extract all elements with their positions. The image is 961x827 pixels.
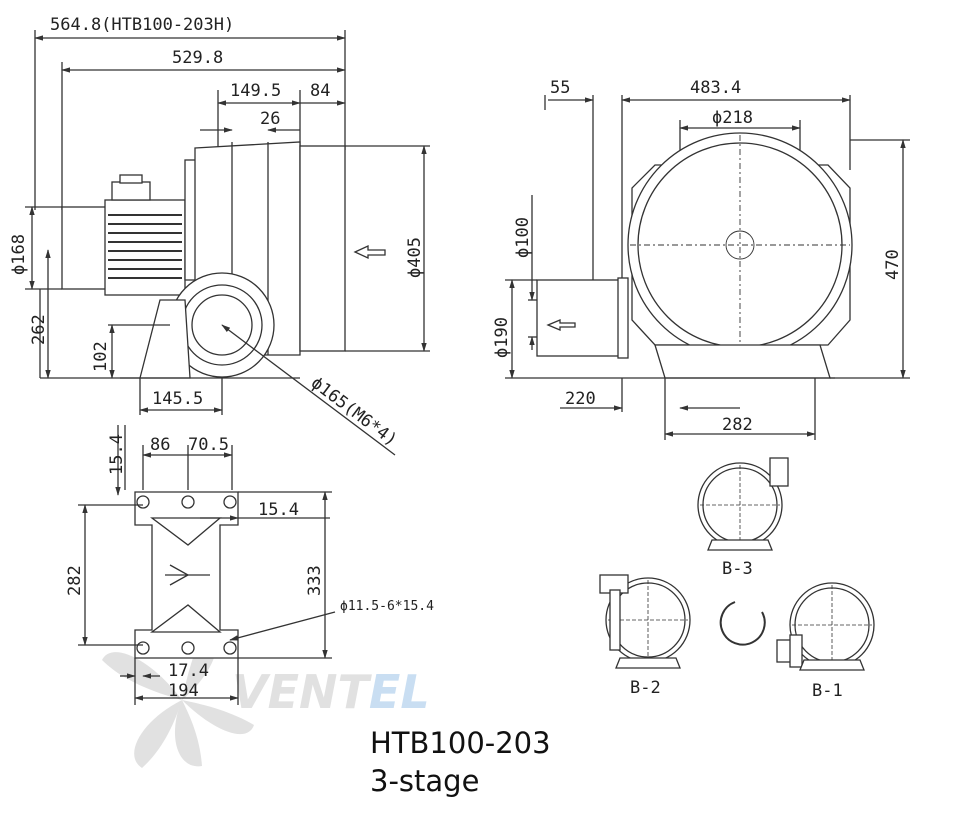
dim-base-bottom-off: 17.4 <box>168 661 209 681</box>
dim-front-flange: ϕ190 <box>492 317 512 358</box>
dim-base-width: 194 <box>168 681 199 701</box>
dim-base-side-off: 15.4 <box>258 500 299 520</box>
dim-front-base-w: 282 <box>722 415 753 435</box>
dim-outlet-len: 84 <box>310 81 330 101</box>
rotation-arrow-icon <box>719 601 766 646</box>
watermark-text-main: VENT <box>232 665 373 719</box>
side-view <box>25 30 430 456</box>
dim-front-height: 470 <box>883 249 903 280</box>
dim-height: 262 <box>29 314 49 345</box>
dim-base-a: 86 <box>150 435 170 455</box>
dim-base-inner: 282 <box>65 565 85 596</box>
front-view <box>505 95 910 440</box>
watermark-text-accent: EL <box>369 665 430 719</box>
dim-base-holes: ϕ11.5-6*15.4 <box>340 599 434 614</box>
orientation-label-b2: B-2 <box>630 678 661 698</box>
watermark-logo: VENTEL <box>102 628 430 768</box>
base-view-dims: 15.4 86 70.5 15.4 282 333 ϕ11.5-6*15.4 1… <box>65 434 434 701</box>
dim-front-offset: 55 <box>550 78 570 98</box>
dim-front-outlet: ϕ100 <box>513 217 533 258</box>
dim-front-inlet: ϕ218 <box>712 108 753 128</box>
motor-fins <box>108 214 182 279</box>
dim-overall: 564.8(HTB100-203H) <box>50 15 234 35</box>
dim-motor-dia: ϕ168 <box>9 234 29 275</box>
front-view-dims: 55 483.4 ϕ218 ϕ100 ϕ190 470 220 282 <box>492 78 903 435</box>
dim-base-top-off: 15.4 <box>107 434 127 475</box>
dim-base-b: 70.5 <box>188 435 229 455</box>
dim-inlet-offset: 149.5 <box>230 81 281 101</box>
orientation-labels: B-3 B-2 B-1 <box>630 559 843 701</box>
watermark-fan-icon <box>102 628 254 768</box>
dim-base-h: 102 <box>91 341 111 372</box>
dim-flange-len: 26 <box>260 109 280 129</box>
stage-label: 3-stage <box>370 764 480 798</box>
dim-front-base-off: 220 <box>565 389 596 409</box>
orientation-label-b1: B-1 <box>812 681 843 701</box>
dim-base-outer: 333 <box>305 565 325 596</box>
model-name: HTB100-203 <box>370 726 551 760</box>
dim-length: 529.8 <box>172 48 223 68</box>
orientation-label-b3: B-3 <box>722 559 753 579</box>
orientation-b1 <box>776 582 875 671</box>
orientation-b3 <box>697 457 789 551</box>
base-view <box>78 425 336 705</box>
dim-base-len: 145.5 <box>152 389 203 409</box>
orientation-b2 <box>599 574 691 669</box>
dim-flange: ϕ165(M6*4) <box>307 373 401 451</box>
dim-inlet-dia: ϕ405 <box>405 237 425 278</box>
svg-text:VENTEL: VENTEL <box>232 665 430 719</box>
dim-front-width: 483.4 <box>690 78 741 98</box>
orientation-views <box>599 457 875 671</box>
